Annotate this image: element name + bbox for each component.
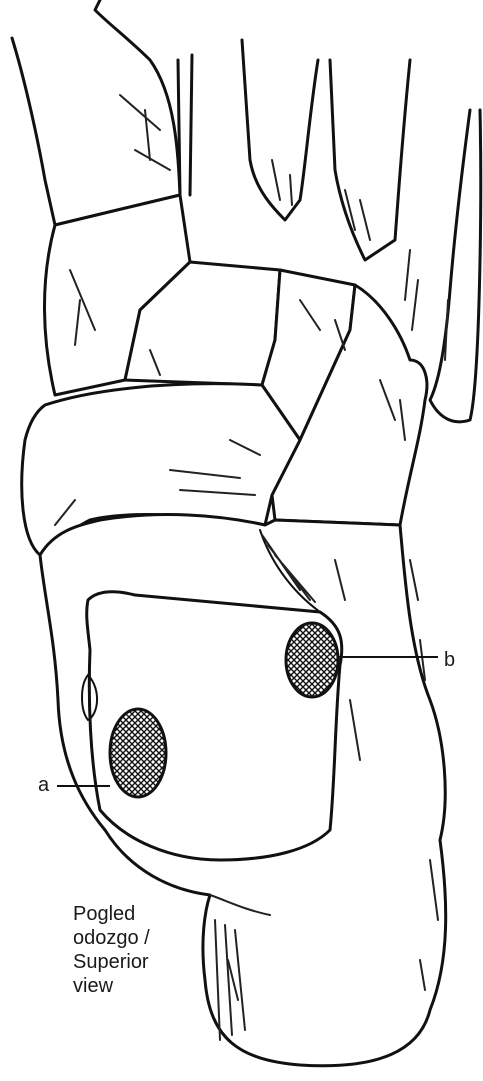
facet-a [110,709,166,797]
label-b: b [444,650,455,670]
label-a: a [38,775,49,795]
view-caption: Pogled odozgo / Superior view [73,902,193,998]
facet-b [286,623,338,697]
